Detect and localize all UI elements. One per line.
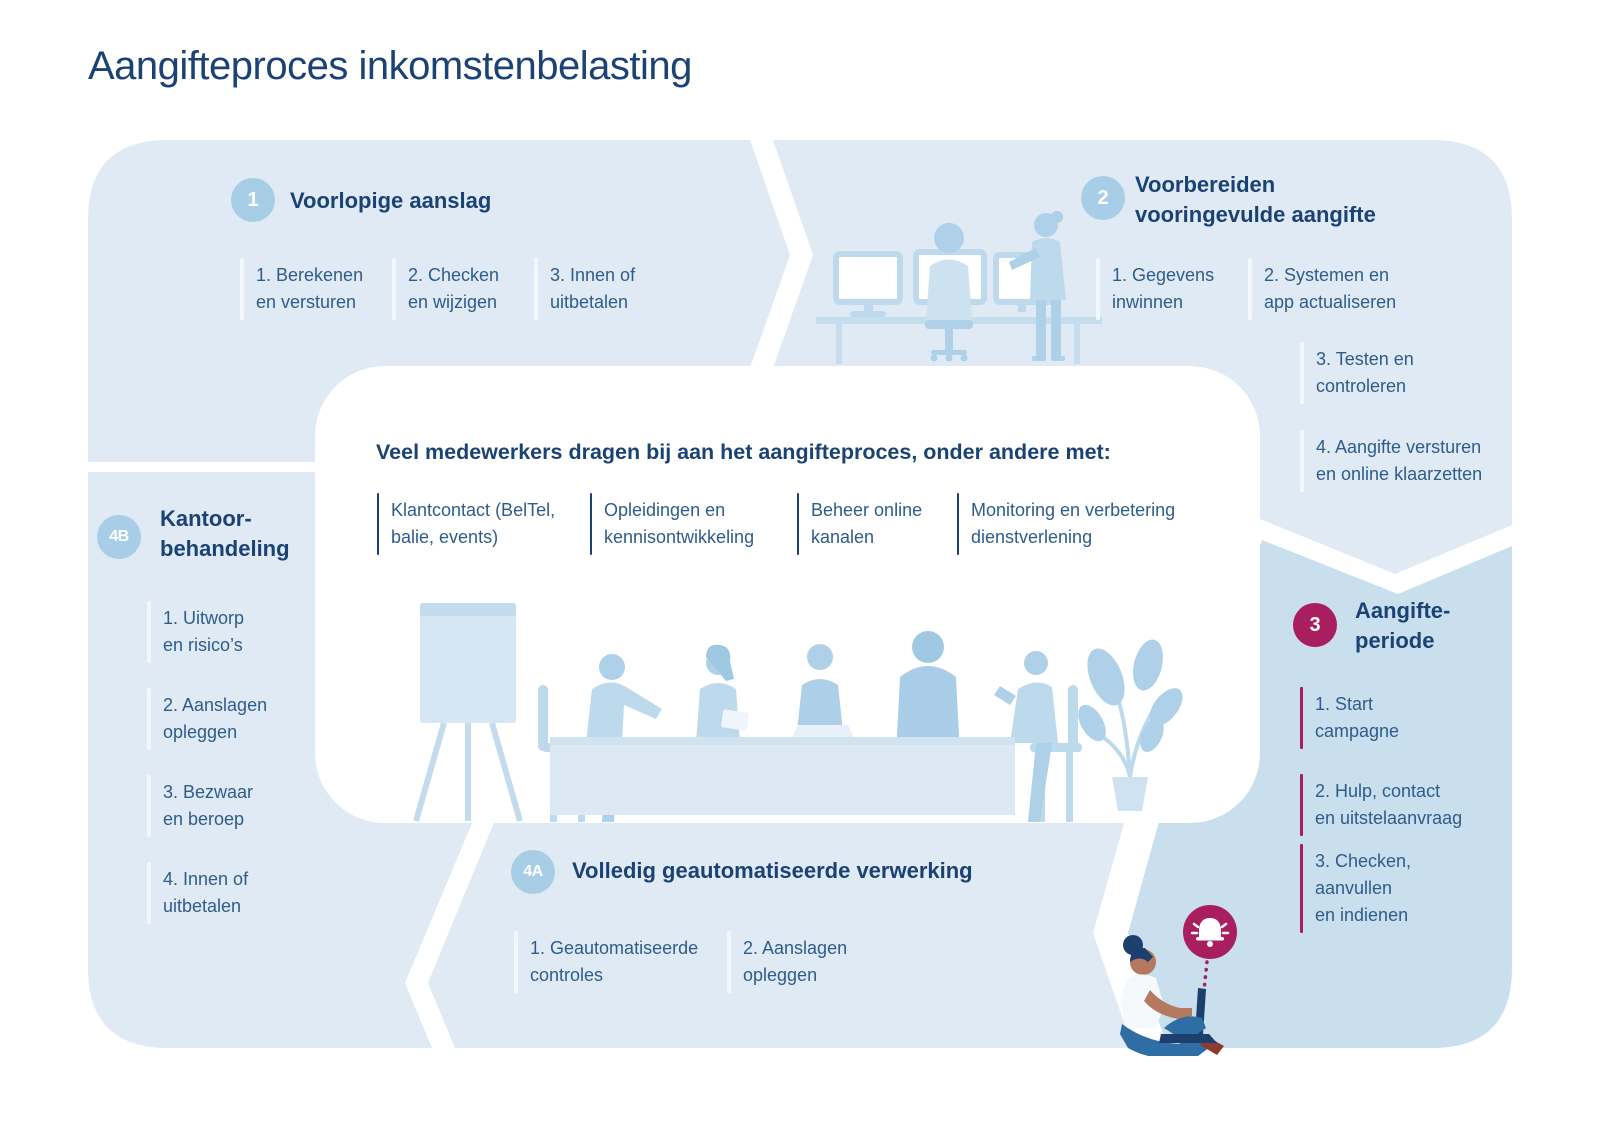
- list-item: 1. Gegevens inwinnen: [1096, 258, 1214, 320]
- item-divider: [147, 601, 151, 663]
- list-item: 1. Start campagne: [1300, 687, 1399, 749]
- list-item: 2. Hulp, contact en uitstelaanvraag: [1300, 774, 1462, 836]
- duo-desk-illustration: [816, 211, 1102, 364]
- item-divider: [1096, 258, 1100, 320]
- list-item: 4. Innen of uitbetalen: [147, 862, 248, 924]
- column-divider: [797, 493, 799, 555]
- item-divider: [147, 775, 151, 837]
- section-title-aangifteperiode: Aangifte- periode: [1355, 598, 1451, 653]
- center-column: Klantcontact (BelTel, balie, events): [377, 493, 555, 555]
- list-item: 3. Testen en controleren: [1300, 342, 1414, 404]
- list-item: 4. Aangifte versturen en online klaarzet…: [1300, 430, 1482, 492]
- item-divider: [1300, 342, 1304, 404]
- item-divider: [1300, 774, 1303, 836]
- step-badge-4a: 4A: [511, 850, 555, 894]
- item-divider: [534, 258, 538, 320]
- section-title-kantoor: Kantoor- behandeling: [160, 506, 290, 561]
- notification-bell-icon: [1183, 905, 1237, 959]
- item-divider: [392, 258, 396, 320]
- item-divider: [514, 931, 518, 993]
- list-item: 2. Aanslagen opleggen: [727, 931, 847, 993]
- woman-laptop-illustration: [1120, 905, 1237, 1056]
- page-title: Aangifteproces inkomstenbelasting: [88, 44, 692, 88]
- column-divider: [957, 493, 959, 555]
- list-item: 2. Systemen en app actualiseren: [1248, 258, 1396, 320]
- column-divider: [590, 493, 592, 555]
- item-divider: [147, 862, 151, 924]
- team-meeting-illustration: [413, 603, 1183, 822]
- list-item: 1. Uitworp en risico’s: [147, 601, 244, 663]
- step-badge-4b: 4B: [97, 515, 141, 559]
- list-item: 2. Aanslagen opleggen: [147, 688, 267, 750]
- list-item: 2. Checken en wijzigen: [392, 258, 499, 320]
- item-divider: [1300, 687, 1303, 749]
- list-item: 1. Berekenen en versturen: [240, 258, 363, 320]
- list-item: 1. Geautomatiseerde controles: [514, 931, 698, 993]
- list-item: 3. Innen of uitbetalen: [534, 258, 635, 320]
- item-divider: [1300, 844, 1303, 933]
- list-item: 3. Bezwaar en beroep: [147, 775, 253, 837]
- column-divider: [377, 493, 379, 555]
- center-column: Monitoring en verbetering dienstverlenin…: [957, 493, 1175, 555]
- list-item: 3. Checken, aanvullen en indienen: [1300, 844, 1411, 933]
- center-card-heading: Veel medewerkers dragen bij aan het aang…: [376, 440, 1111, 464]
- center-column: Opleidingen en kennisontwikkeling: [590, 493, 754, 555]
- section-title-voorlopige-aanslag: Voorlopige aanslag: [290, 188, 492, 213]
- step-badge-2: 2: [1081, 176, 1125, 220]
- item-divider: [727, 931, 731, 993]
- section-title-voorbereiden: Voorbereiden vooringevulde aangifte: [1135, 172, 1376, 227]
- item-divider: [147, 688, 151, 750]
- section-title-automatisch: Volledig geautomatiseerde verwerking: [572, 858, 973, 883]
- item-divider: [1300, 430, 1304, 492]
- step-badge-1: 1: [231, 178, 275, 222]
- step-badge-3: 3: [1293, 603, 1337, 647]
- item-divider: [1248, 258, 1252, 320]
- center-column: Beheer online kanalen: [797, 493, 922, 555]
- item-divider: [240, 258, 244, 320]
